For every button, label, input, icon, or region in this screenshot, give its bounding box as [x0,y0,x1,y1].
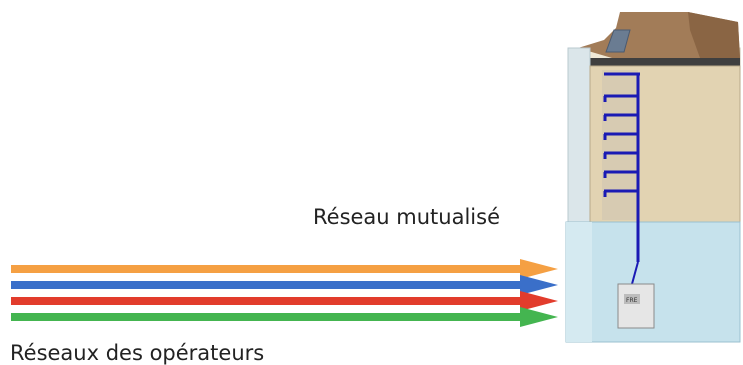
distribution-box-label: FRE [626,297,638,304]
distribution-box-panel [624,294,640,304]
operator-arrow-head-red [520,291,558,311]
roof-eave [584,58,740,66]
basement-side [566,222,592,342]
operator-networks-label: Réseaux des opérateurs [10,341,265,365]
operator-arrow-head-orange [520,259,558,279]
riser-to-box [631,261,639,285]
building-left-column [567,47,591,223]
operator-arrow-head-green [520,307,558,327]
floor-branches [603,94,638,197]
roof-window [605,29,631,53]
riser-shaft [602,70,638,220]
shared-network-label: Réseau mutualisé [313,205,500,229]
distribution-box [617,283,655,329]
operator-arrow-head-blue [520,275,558,295]
building: FRE [565,12,741,343]
roof-shadow [688,12,740,58]
operator-arrows [11,259,558,327]
